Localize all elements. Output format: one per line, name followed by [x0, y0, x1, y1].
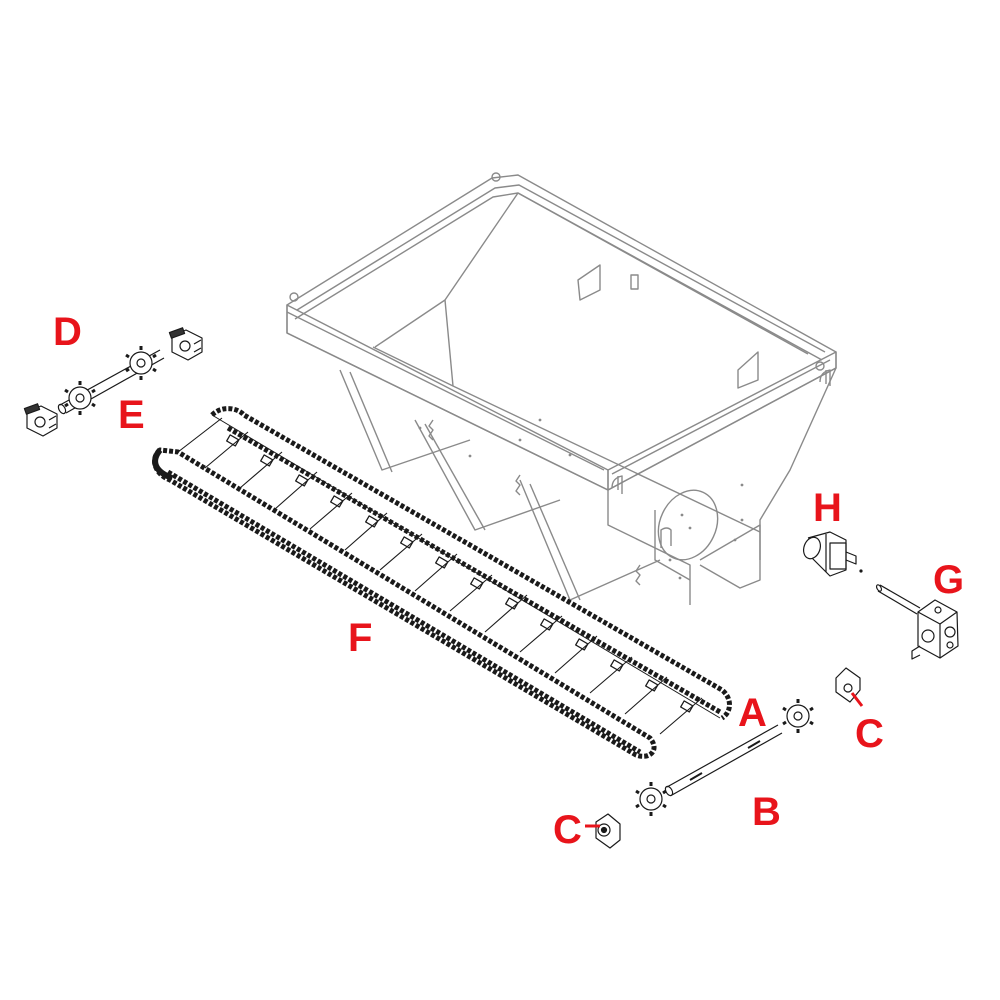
- label-a: A: [738, 691, 767, 735]
- gearbox-icon: [911, 599, 959, 660]
- label-c-right: C: [855, 712, 884, 756]
- label-f: F: [348, 616, 373, 660]
- sprocket-icon: [64, 381, 96, 415]
- label-h: H: [813, 486, 842, 530]
- sprocket-icon: [782, 699, 814, 733]
- bearing-block-icon: [23, 403, 58, 437]
- label-b: B: [752, 790, 781, 834]
- label-g: G: [933, 558, 965, 602]
- label-d: D: [53, 310, 82, 354]
- hydraulic-motor-icon: [802, 531, 857, 577]
- label-c-left: C: [553, 808, 582, 852]
- label-e: E: [118, 393, 145, 437]
